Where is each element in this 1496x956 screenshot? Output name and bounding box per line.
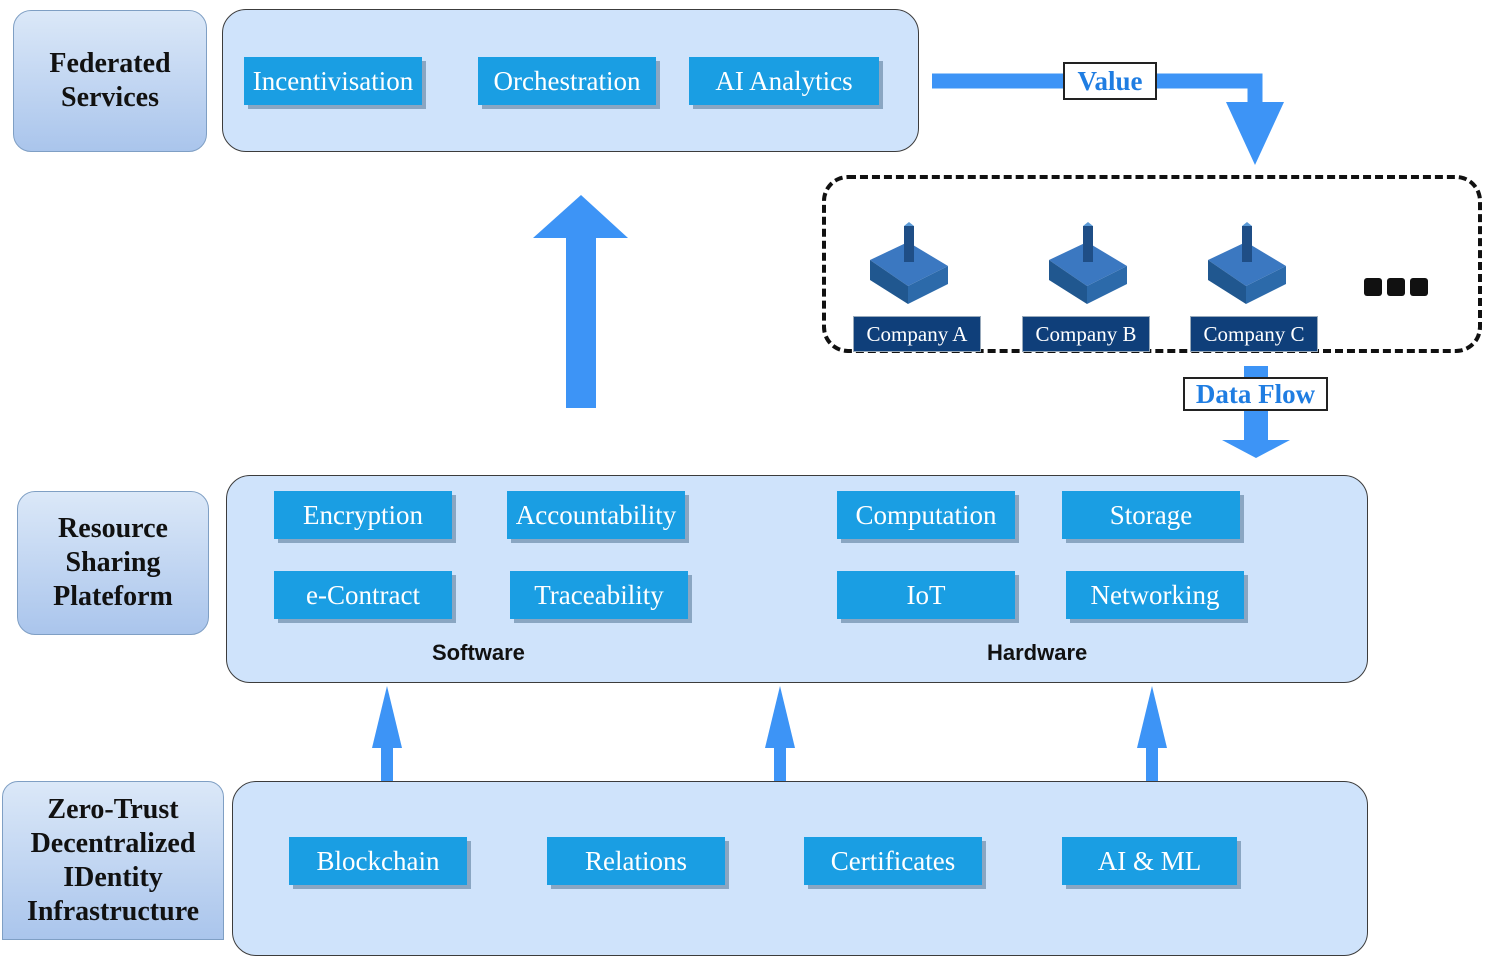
resource-sharing-label: Resource Sharing Plateform — [17, 491, 209, 635]
factory-building-icon — [1049, 222, 1127, 304]
e-contract-chip: e-Contract — [274, 571, 452, 619]
value-arrow — [932, 73, 1263, 112]
factory-building-icon — [870, 222, 948, 304]
ai-ml-chip: AI & ML — [1062, 837, 1237, 885]
traceability-chip: Traceability — [510, 571, 688, 619]
incentivisation-chip: Incentivisation — [244, 57, 422, 105]
up-arrow-head — [533, 195, 628, 238]
up-arrow-shaft — [566, 232, 596, 408]
identity-infrastructure-label: Zero-Trust Decentralized IDentity Infras… — [2, 781, 224, 940]
networking-chip: Networking — [1066, 571, 1244, 619]
computation-chip: Computation — [837, 491, 1015, 539]
certificates-chip: Certificates — [804, 837, 982, 885]
support-arrows — [372, 686, 1167, 782]
company-a-label: Company A — [853, 316, 981, 352]
software-caption: Software — [432, 640, 525, 665]
value-arrow-head — [1226, 102, 1284, 165]
company-c-label: Company C — [1190, 316, 1318, 352]
company-b-label: Company B — [1022, 316, 1150, 352]
iot-chip: IoT — [837, 571, 1015, 619]
data-flow-label: Data Flow — [1183, 377, 1328, 411]
accountability-chip: Accountability — [507, 491, 685, 539]
federated-services-label: Federated Services — [13, 10, 207, 152]
storage-chip: Storage — [1062, 491, 1240, 539]
encryption-chip: Encryption — [274, 491, 452, 539]
value-label: Value — [1063, 62, 1157, 100]
factory-building-icon — [1208, 222, 1286, 304]
blockchain-chip: Blockchain — [289, 837, 467, 885]
orchestration-chip: Orchestration — [478, 57, 656, 105]
hardware-caption: Hardware — [987, 640, 1088, 665]
ai-analytics-chip: AI Analytics — [689, 57, 879, 105]
data-flow-head — [1222, 440, 1290, 458]
relations-chip: Relations — [547, 837, 725, 885]
company-group — [822, 175, 1482, 353]
